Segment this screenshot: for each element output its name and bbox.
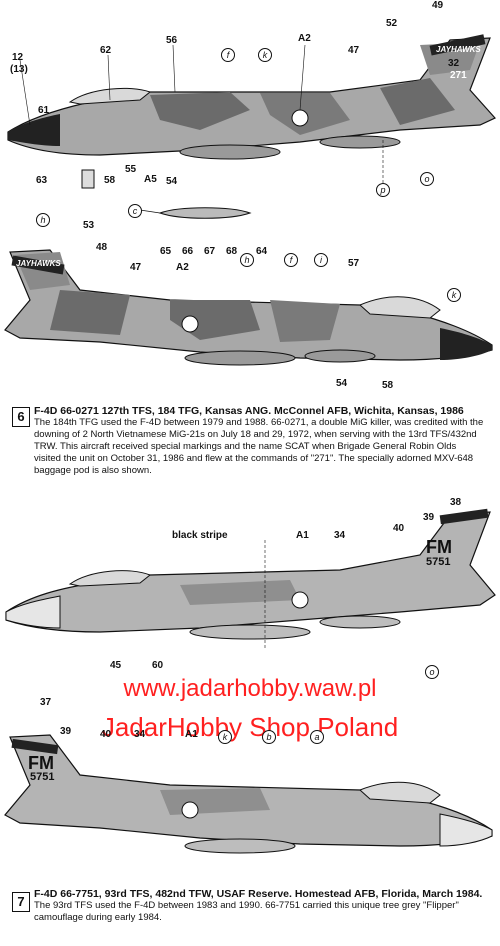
caption-7: F-4D 66-7751, 93rd TFS, 482nd TFW, USAF …	[34, 888, 484, 924]
label-34: 34	[334, 530, 346, 541]
caption-6: F-4D 66-0271 127th TFS, 184 TFG, Kansas …	[34, 405, 484, 477]
label-40b: 40	[100, 729, 112, 740]
circle-label-o: o	[420, 172, 434, 186]
caption-6-heading: F-4D 66-0271 127th TFS, 184 TFG, Kansas …	[34, 405, 464, 417]
label-39: 39	[423, 512, 435, 523]
label-67: 67	[204, 246, 216, 257]
circle-label-b: b	[262, 730, 276, 744]
label-66: 66	[182, 246, 194, 257]
label-61: 61	[38, 105, 50, 116]
circle-label-i: i	[314, 253, 328, 267]
label-A2: A2	[298, 33, 311, 44]
tail-code-FM-2: FM	[28, 753, 54, 773]
label-58: 58	[104, 175, 116, 186]
circle-label-h: h	[36, 213, 50, 227]
label-A2b: A2	[176, 262, 189, 273]
label-53: 53	[83, 220, 95, 231]
label-12: 12	[12, 52, 24, 63]
label-54b: 54	[336, 378, 348, 389]
circle-label-k: k	[258, 48, 272, 62]
circle-label-c: c	[128, 204, 142, 218]
watermark-shop: JadarHobby Shop Poland	[101, 712, 399, 742]
label-65: 65	[160, 246, 172, 257]
label-37: 37	[40, 697, 52, 708]
label-60: 60	[152, 660, 164, 671]
label-13: (13)	[10, 64, 28, 75]
label-62: 62	[100, 45, 112, 56]
label-49: 49	[432, 0, 444, 11]
circle-label-a: a	[310, 730, 324, 744]
label-A1: A1	[296, 530, 309, 541]
label-57: 57	[348, 258, 360, 269]
label-58b: 58	[382, 380, 394, 391]
label-38: 38	[450, 497, 462, 508]
watermark-url: www.jadarhobby.waw.pl	[123, 675, 377, 702]
caption-6-body: The 184th TFG used the F-4D between 1979…	[34, 417, 484, 476]
profile-number-7: 7	[12, 892, 30, 912]
label-40: 40	[393, 523, 405, 534]
label-68: 68	[226, 246, 238, 257]
circle-label-k2: k	[447, 288, 461, 302]
circle-label-f: f	[221, 48, 235, 62]
label-39b: 39	[60, 726, 72, 737]
circle-label-f2: f	[284, 253, 298, 267]
label-47: 47	[348, 45, 360, 56]
label-47b: 47	[130, 262, 142, 273]
label-52: 52	[386, 18, 398, 29]
label-63: 63	[36, 175, 48, 186]
label-34b: 34	[134, 729, 146, 740]
profile-number-6: 6	[12, 407, 30, 427]
circle-label-k3: k	[218, 730, 232, 744]
label-55: 55	[125, 164, 137, 175]
tail-serial-5751: 5751	[426, 556, 451, 568]
circle-label-h2: h	[240, 253, 254, 267]
label-64: 64	[256, 246, 268, 257]
caption-7-heading: F-4D 66-7751, 93rd TFS, 482nd TFW, USAF …	[34, 888, 483, 900]
label-A1b: A1	[185, 729, 198, 740]
label-45: 45	[110, 660, 122, 671]
tail-serial-5751-2: 5751	[30, 771, 55, 783]
tail-jayhawks-text-2: JAYHAWKS	[16, 259, 61, 268]
label-32: 32	[448, 58, 460, 69]
caption-7-body: The 93rd TFS used the F-4D between 1983 …	[34, 900, 459, 923]
tail-serial-271: 271	[450, 70, 467, 81]
label-56: 56	[166, 35, 178, 46]
circle-label-o2: o	[425, 665, 439, 679]
label-A5: A5	[144, 174, 157, 185]
circle-label-p: p	[376, 183, 390, 197]
label-54: 54	[166, 176, 178, 187]
tail-code-FM: FM	[426, 537, 452, 557]
tail-jayhawks-text: JAYHAWKS	[436, 45, 481, 54]
label-48: 48	[96, 242, 108, 253]
label-black-stripe: black stripe	[172, 530, 228, 541]
